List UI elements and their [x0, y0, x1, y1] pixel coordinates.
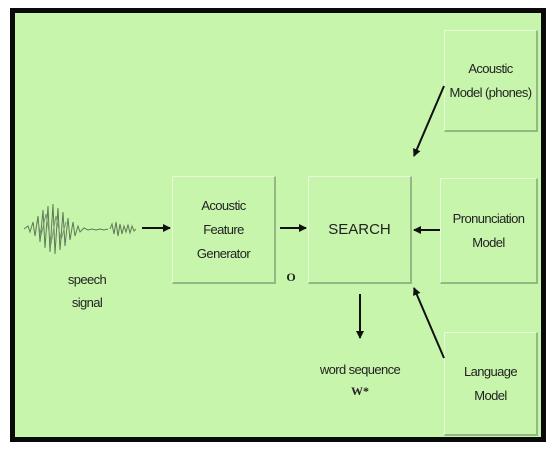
acoustic-feature-generator-label: Acoustic Feature Generator — [196, 197, 251, 261]
acoustic-feature-generator-box: Acoustic Feature Generator — [172, 176, 276, 284]
word-sequence-label: word sequence — [319, 362, 401, 377]
language-model-label: Language Model — [463, 363, 518, 403]
speech-waveform-icon — [23, 203, 137, 255]
pronunciation-model-box: Pronunciation Model — [440, 178, 538, 284]
acoustic-model-box: Acoustic Model (phones) — [444, 30, 538, 132]
word-sequence-symbol: W* — [351, 384, 369, 398]
search-box: SEARCH — [308, 176, 412, 284]
language-model-box: Language Model — [444, 332, 538, 436]
observation-label: O — [286, 270, 296, 284]
speech-signal-label: speech signal — [67, 272, 107, 310]
acoustic-model-label: Acoustic Model (phones) — [449, 60, 533, 100]
arrow-acoustic-model-to-search — [413, 85, 445, 157]
search-label: SEARCH — [328, 220, 391, 238]
pronunciation-model-label: Pronunciation Model — [452, 210, 525, 250]
arrow-language-model-to-search — [413, 287, 445, 359]
